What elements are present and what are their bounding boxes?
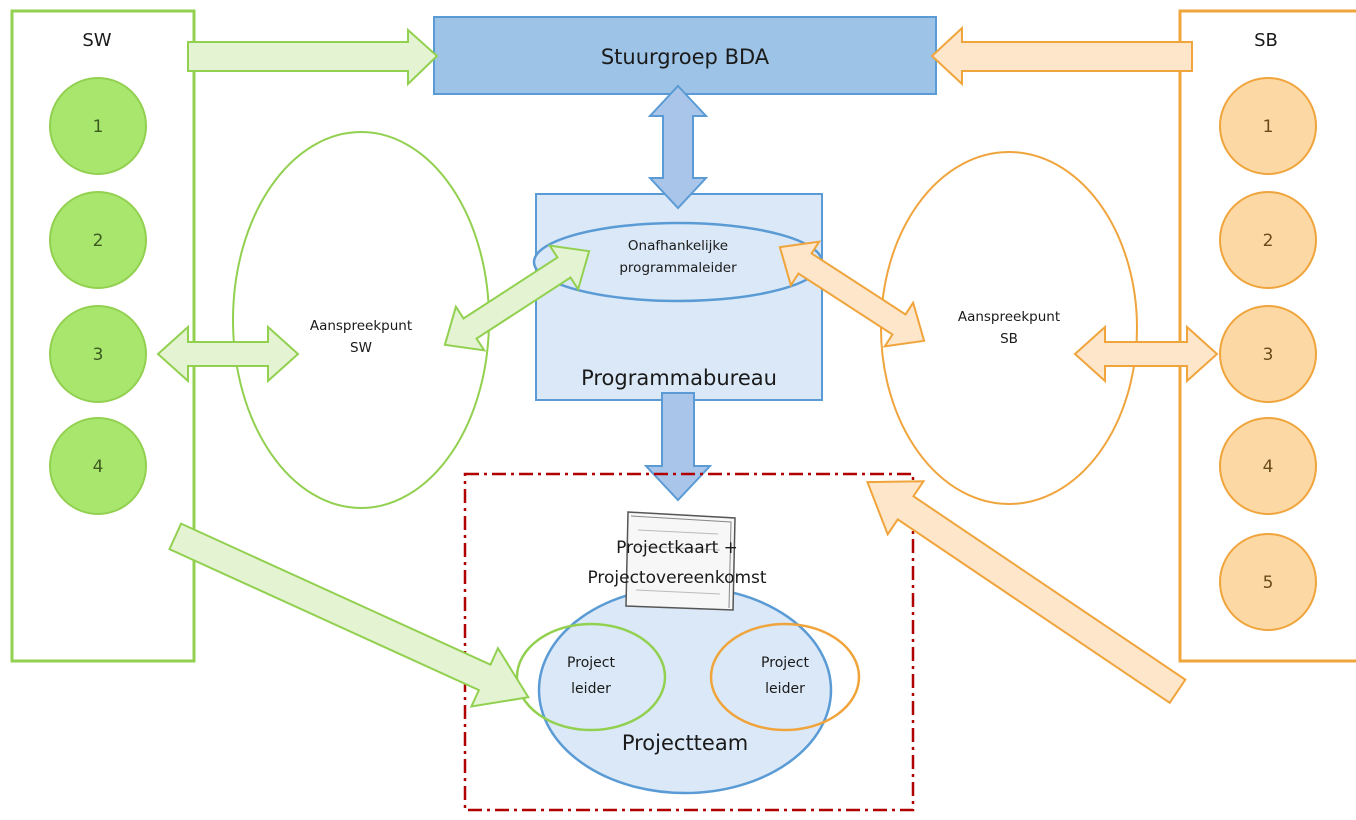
sw-member-4-label: 4	[93, 457, 104, 477]
arrow-program-office-to-projects	[643, 392, 713, 502]
project-team-label: Projectteam	[622, 731, 748, 755]
sb-panel-title: SB	[1254, 30, 1278, 51]
contact-sw-label-line1: Aanspreekpunt	[310, 318, 412, 334]
program-leader-label-line1: Onafhankelijke	[628, 238, 728, 254]
project-leader-sw-ellipse	[515, 622, 667, 732]
sw-panel-title: SW	[82, 30, 111, 51]
project-area-border	[463, 472, 915, 812]
steering-group-label: Stuurgroep BDA	[601, 45, 770, 69]
sw-member-3-label: 3	[93, 345, 104, 365]
project-leader-sb-ellipse	[709, 622, 861, 732]
arrow-sw3-contact-sw	[156, 324, 300, 384]
arrow-sw-to-steering	[187, 27, 439, 87]
project-leader-sw-line2: leider	[571, 681, 611, 697]
contact-sw-label-line2: SW	[350, 340, 372, 356]
contact-sb-label-line2: SB	[1000, 331, 1018, 347]
program-office-label: Programmabureau	[581, 366, 777, 390]
sw-member-2: 2	[49, 191, 147, 289]
arrow-program-leader-contact-sb	[778, 240, 926, 348]
arrow-steering-program-office	[647, 84, 709, 210]
sb-member-5: 5	[1219, 533, 1317, 631]
project-leader-sb-line1: Project	[761, 655, 809, 671]
sb-member-5-label: 5	[1263, 573, 1274, 593]
arrow-sw-to-project-leader	[168, 522, 530, 708]
contact-sb-label-line1: Aanspreekpunt	[958, 309, 1060, 325]
arrow-contact-sw-program-leader-shape	[443, 244, 591, 352]
sb-member-1: 1	[1219, 77, 1317, 175]
sw-member-1-label: 1	[93, 117, 104, 137]
sw-member-2-label: 2	[93, 231, 104, 251]
sw-member-3: 3	[49, 305, 147, 403]
project-leader-sb-line2: leider	[765, 681, 805, 697]
arrow-sb-to-steering	[930, 25, 1193, 87]
arrow-contact-sb-sb3	[1073, 324, 1219, 384]
sb-member-2: 2	[1219, 191, 1317, 289]
sb-member-4-label: 4	[1263, 457, 1274, 477]
document-icon	[625, 511, 736, 611]
project-docs-line1: Projectkaart +	[616, 538, 738, 558]
arrow-sb-to-project-leader	[866, 480, 1187, 705]
sb-member-3-label: 3	[1263, 345, 1274, 365]
program-leader-label-line2: programmaleider	[619, 260, 737, 276]
sb-member-1-label: 1	[1263, 117, 1274, 137]
sb-member-2-label: 2	[1263, 231, 1274, 251]
sw-member-4: 4	[49, 417, 147, 515]
sb-member-3: 3	[1219, 305, 1317, 403]
project-docs-line2: Projectovereenkomst	[587, 568, 766, 588]
project-leader-sw-line1: Project	[567, 655, 615, 671]
sw-member-1: 1	[49, 77, 147, 175]
sb-member-4: 4	[1219, 417, 1317, 515]
